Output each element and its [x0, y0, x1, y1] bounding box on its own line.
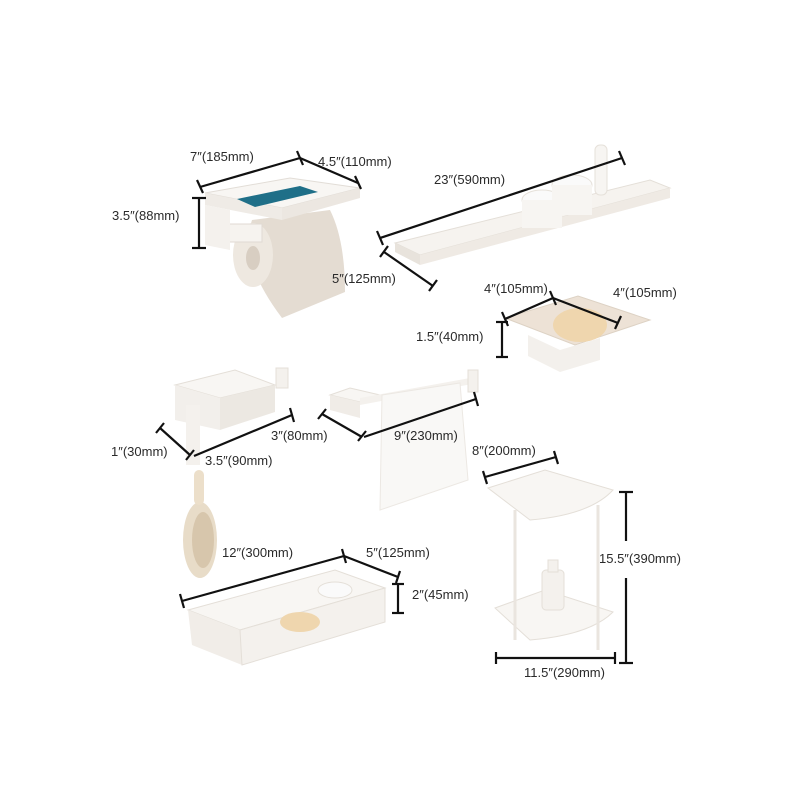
corner-shelf-width-label: 11.5″(290mm)	[524, 665, 605, 680]
soap-dish-height-label: 1.5″(40mm)	[416, 329, 484, 344]
dimension-lines	[155, 150, 633, 665]
soap-dish-depth-label: 4″(105mm)	[613, 285, 677, 300]
basket-length-label: 12″(300mm)	[222, 545, 294, 560]
shelf-length-label: 23″(590mm)	[434, 172, 506, 187]
hook-width-label: 3.5″(90mm)	[205, 453, 273, 468]
shelf-depth-label: 5″(125mm)	[332, 271, 396, 286]
tp-holder-length-label: 7″(185mm)	[190, 149, 254, 164]
soap-dish	[503, 295, 652, 372]
bathroom-shelf	[393, 144, 672, 265]
basket-height-label: 2″(45mm)	[412, 587, 469, 602]
soap-dish-width-label: 4″(105mm)	[484, 281, 548, 296]
corner-shelf-side-label: 8″(200mm)	[472, 443, 536, 458]
shower-basket	[186, 569, 387, 666]
towel-bar-length-label: 9″(230mm)	[394, 428, 458, 443]
hook-depth-label: 1″(30mm)	[111, 444, 168, 459]
basket-depth-label: 5″(125mm)	[366, 545, 430, 560]
toilet-paper-holder	[204, 177, 361, 318]
tp-holder-depth-label: 4.5″(110mm)	[318, 154, 392, 169]
tp-holder-height-label: 3.5″(88mm)	[112, 208, 180, 223]
corner-shelf-height-label: 15.5″(390mm)	[599, 551, 681, 566]
towel-bar	[328, 369, 479, 511]
double-robe-hook	[173, 367, 289, 578]
corner-shelf	[486, 469, 614, 650]
hook-height-label: 3″(80mm)	[271, 428, 328, 443]
